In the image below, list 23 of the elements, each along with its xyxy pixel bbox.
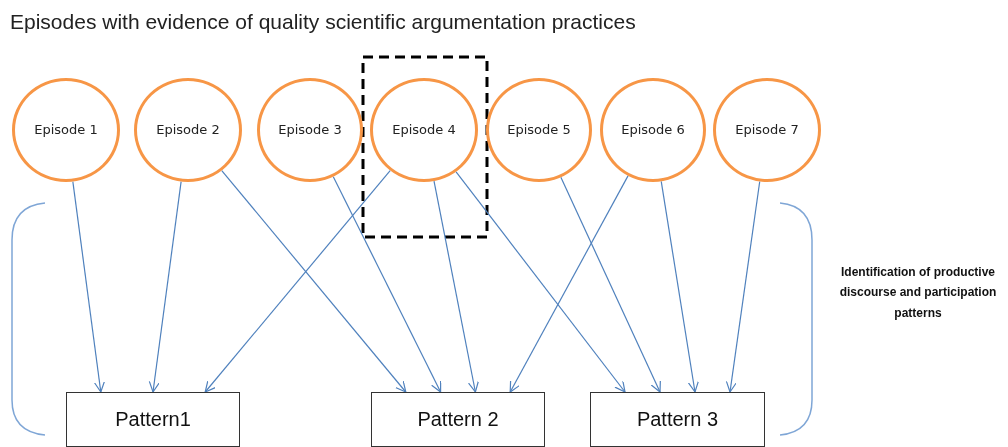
annotation-text: Identification of productive discourse and participation patterns: [838, 264, 998, 322]
arrow: [725, 180, 761, 393]
arrow: [221, 170, 407, 393]
arrow: [433, 180, 479, 393]
pattern-box: Pattern 2: [371, 392, 545, 447]
arrow: [509, 175, 629, 393]
arrow: [455, 171, 626, 393]
episode-circle: Episode 2: [134, 78, 242, 182]
pattern-box: Pattern 3: [590, 392, 765, 447]
arrow: [204, 169, 391, 393]
arrow: [660, 180, 699, 393]
episode-circle: Episode 5: [486, 78, 592, 182]
episode-circle: Episode 4: [370, 78, 478, 182]
arrow: [332, 176, 442, 393]
diagram-title: Episodes with evidence of quality scientific argumentation practices: [10, 10, 636, 34]
arrow: [72, 181, 106, 393]
arrow: [560, 176, 661, 393]
arrow: [148, 181, 182, 393]
episode-circle: Episode 1: [12, 78, 120, 182]
episode-circle: Episode 7: [713, 78, 821, 182]
pattern-box: Pattern1: [66, 392, 240, 447]
episode-circle: Episode 3: [257, 78, 363, 182]
episode-circle: Episode 6: [600, 78, 706, 182]
